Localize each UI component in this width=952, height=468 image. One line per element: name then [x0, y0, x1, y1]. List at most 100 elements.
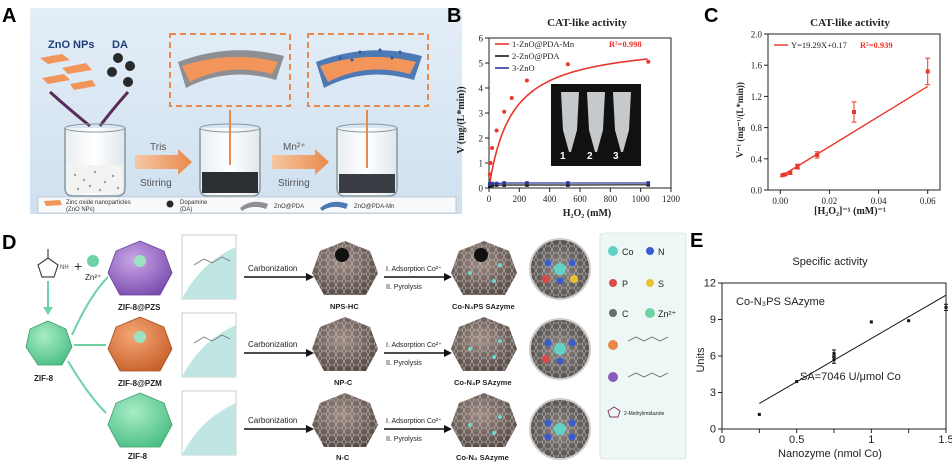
carbon-label-3: N-C — [336, 453, 350, 462]
step1-reagent: Tris — [150, 142, 166, 153]
beaker-2 — [199, 110, 261, 197]
y-tick-label: 1 — [479, 159, 484, 169]
y-tick-label: 5 — [479, 59, 484, 69]
y-tick-label: 9 — [710, 314, 716, 326]
legend-n: N — [658, 247, 665, 257]
legend-zno-swatch — [44, 200, 62, 206]
series-zno-point — [646, 181, 651, 185]
legend-da-line2: (DA) — [180, 207, 192, 213]
panel-b: B CAT-like activity H₂O₂ (mM) V (mg/(L*m… — [447, 0, 700, 225]
panel-e-letter: E — [690, 230, 703, 252]
chart-b: B CAT-like activity H₂O₂ (mM) V (mg/(L*m… — [447, 5, 681, 219]
legend-pda: ZnO@PDA — [274, 204, 304, 210]
legend-pzs-sphere — [608, 372, 618, 382]
beaker-1 — [64, 123, 126, 197]
legend-n-sphere — [646, 247, 654, 255]
series-zno-pda-point — [566, 183, 570, 187]
chart-b-title: CAT-like activity — [547, 17, 627, 29]
panel-d-letter: D — [2, 232, 16, 254]
x-tick-label: 0 — [487, 194, 492, 204]
da-label: DA — [112, 39, 128, 51]
product-label-3: Co-N₄ SAzyme — [456, 453, 509, 462]
legend-equation: Y=19.29X+0.17 — [791, 40, 847, 50]
series-zno-pda-mn-point — [565, 62, 570, 67]
legend-pda-mn-swatch — [320, 201, 348, 211]
legend-zno-line1: Zinc oxide nanoparticles — [66, 200, 131, 206]
legend-co: Co — [622, 247, 634, 257]
x-tick-label: 1.5 — [938, 434, 952, 446]
tubes-photo: 1 2 3 — [551, 84, 641, 166]
mn-dots — [338, 48, 402, 62]
shell-zoom-boxes — [181, 234, 237, 456]
tube-label-2: 2 — [587, 151, 593, 162]
data-point — [832, 358, 836, 362]
panel-d: D NH + Zn²⁺ ZIF-8 ZIF-8@PZS ZIF-8@PZM ZI… — [0, 225, 690, 463]
panel-d-schematic: D NH + Zn²⁺ ZIF-8 ZIF-8@PZS ZIF-8@PZM ZI… — [2, 232, 687, 462]
series-zno-pda-mn-point — [487, 172, 492, 177]
zoom-box-pda-mn — [307, 33, 429, 107]
legend-p: P — [622, 279, 628, 289]
chart-c-xlabel: [H₂O₂]⁻¹ (mM)⁻¹ — [814, 206, 886, 217]
x-tick-label: 0 — [719, 434, 725, 446]
legend-pda-mn: ZnO@PDA-Mn — [354, 204, 394, 210]
series-zno-point — [494, 181, 499, 186]
adsorption-arrows — [384, 273, 452, 433]
data-point — [852, 110, 856, 114]
series-zno-pda-mn-point — [509, 96, 514, 100]
panel-a: A ZnO NPs DA Tris Stirring — [0, 0, 470, 225]
series-zno-pda-mn-point — [524, 78, 529, 83]
data-point — [907, 319, 911, 323]
x-tick-label: 1 — [868, 434, 874, 446]
legend-methylimidazole: 2-Methylimidazole — [624, 411, 665, 417]
y-tick-label: 1.6 — [751, 61, 763, 71]
carbon-label-2: NP-C — [334, 378, 353, 387]
y-tick-label: 2.0 — [751, 30, 763, 40]
carbonization-label-1: Carbonization — [248, 264, 297, 273]
y-tick-label: 0.0 — [751, 186, 763, 196]
zif8-pzs-crystal — [107, 240, 173, 296]
legend-pzm-sphere — [608, 340, 618, 350]
plus-sign: + — [74, 258, 82, 274]
legend-da-swatch — [166, 200, 174, 208]
zno-core-sheet-2 — [320, 56, 416, 82]
beaker-3 — [336, 110, 398, 197]
zif8-pzm-crystal — [107, 316, 173, 372]
dopamine-spheres — [107, 53, 135, 87]
legend-label: 3-ZnO — [512, 63, 535, 73]
zno-nanoparticles — [40, 54, 96, 90]
linear-fit-line — [759, 294, 947, 404]
legend-zno-line2: (ZnO NPs) — [66, 207, 95, 213]
chart-c: C CAT-like activity [H₂O₂]⁻¹ (mM)⁻¹ V⁻¹ … — [704, 5, 941, 217]
chart-e-annotation-sazyme: Co-N₃PS SAzyme — [736, 296, 825, 308]
y-tick-label: 0 — [479, 184, 484, 194]
y-tick-label: 3 — [710, 387, 716, 399]
chart-e-ylabel: Units — [695, 347, 707, 373]
x-tick-label: 1200 — [662, 194, 681, 204]
x-tick-label: 0.02 — [822, 196, 838, 206]
zif8-plain-crystal — [107, 392, 173, 448]
x-tick-label: 800 — [604, 194, 618, 204]
panel-c: C CAT-like activity [H₂O₂]⁻¹ (mM)⁻¹ V⁻¹ … — [700, 0, 952, 225]
pyrolysis-label-1: II. Pyrolysis — [386, 284, 422, 291]
nh-label: NH — [60, 265, 69, 271]
chart-e-title: Specific activity — [792, 256, 868, 268]
zif8-label: ZIF-8 — [34, 374, 54, 383]
step1-action: Stirring — [140, 178, 172, 189]
series-zno-pda-point — [487, 184, 492, 188]
zoom-box-pda — [169, 33, 291, 107]
data-point — [795, 380, 799, 384]
y-tick-label: 12 — [704, 278, 716, 290]
y-tick-label: 0 — [710, 424, 716, 436]
methylimidazole-molecule — [37, 249, 59, 278]
legend-pzm-structure — [627, 336, 669, 342]
product-label-1: Co-N₃PS SAzyme — [452, 302, 515, 311]
y-tick-label: 2 — [479, 134, 484, 144]
legend-pzs-structure — [627, 372, 669, 378]
y-tick-label: 0.8 — [751, 123, 763, 133]
chart-c-ylabel: V⁻¹ (mg⁻¹/(L*min)) — [735, 82, 745, 158]
framework-label-2: ZIF-8@PZM — [118, 379, 162, 388]
x-tick-label: 0.5 — [789, 434, 804, 446]
legend-da-line1: Dopamine — [180, 200, 208, 206]
series-zno-pda-mn-point — [488, 161, 493, 165]
zif8-crystal — [25, 320, 73, 366]
